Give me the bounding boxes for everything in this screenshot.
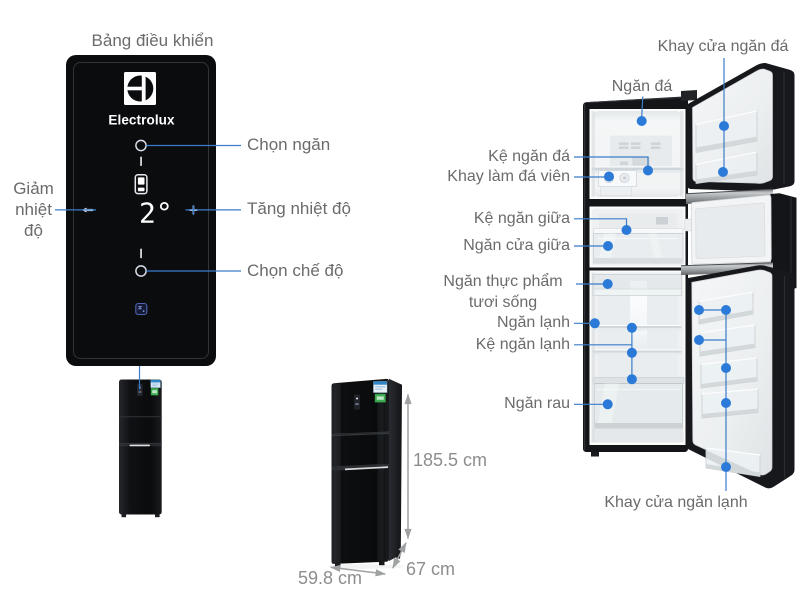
freezer-door-tray-1 [695,110,758,153]
label-increase-temperature: Tăng nhiệt độ [247,199,351,218]
fridge-indicator-icon [134,174,148,195]
dot-freezer-door-tray-2 [718,167,728,177]
led-light [630,281,647,357]
cooler-door-tray-5 [705,447,761,477]
dot-cooler-door-tray-4 [721,363,731,373]
energy-sticker [150,379,161,388]
label-freezer-door-tray: Khay cửa ngăn đá [657,38,789,55]
dot-vegetable [602,399,613,410]
freezer-compartment-interior [589,109,686,199]
open-fridge [583,62,797,489]
freezer-shelf [591,167,684,170]
dot-cooler-door-tray-2 [721,305,731,315]
dot-cooler-door-tray-5 [721,398,731,408]
label-middle-shelf: Kệ ngăn giữa [473,210,570,227]
cooler-door-tray-3 [700,357,758,389]
electrolux-logo-icon [124,72,156,105]
control-panel-inner-border [73,62,209,359]
label-freezer-shelf: Kệ ngăn đá [488,148,570,165]
dot-cooler-shelf-3 [626,374,637,385]
dimension-depth: 67 cm [406,559,456,579]
middle-drawer [593,228,684,264]
dimension-width: 59.8 cm [297,568,363,588]
cooler-door-tray-2 [699,324,756,357]
small-fridge [119,379,162,518]
small-fridge-handle [129,444,150,447]
fridge-handle-highlight [344,466,389,471]
depth-arrow [392,542,407,569]
dot-middle-shelf [621,225,632,235]
dot-freezer-shelf [643,165,653,176]
dot-cooler-shelf-2 [626,347,637,358]
freeze-mode-icon [135,302,148,316]
label-cooler-shelf: Kệ ngăn lạnh [475,336,570,353]
mode-select-button [135,265,147,277]
label-select-compartment: Chọn ngăn [247,135,331,154]
label-vegetable-compartment: Ngăn rau [504,395,570,412]
control-panel-body [66,55,216,366]
dot-cooler-door-tray-1 [694,305,704,315]
label-fresh-food-compartment: Ngăn thực phẩm tươi sống [443,273,563,311]
fridge-display [354,394,360,410]
width-arrow [329,564,387,577]
label-select-mode: Chọn chế độ [247,261,344,280]
tick-mark-top [140,156,142,166]
label-freezer-compartment: Ngăn đá [611,78,673,95]
brand-text: Electrolux [108,113,175,128]
label-cooler-door-tray: Khay cửa ngăn lạnh [604,494,748,511]
label-cooler-compartment: Ngăn lạnh [497,314,570,331]
line-freezer-compartment [641,96,644,118]
dot-middle-door-compartment [603,241,613,251]
energy-sticker-2 [373,381,388,393]
dimension-arrows [329,393,412,577]
dimension-height: 185.5 cm [413,450,488,470]
tick-mark-bottom [140,248,142,259]
dot-freezer-compartment [636,116,647,126]
top-hinge [681,90,697,101]
ice-cube-tray [598,170,637,196]
dot-cooler-compartment [589,318,600,329]
dot-cooler-shelf-1 [626,322,637,333]
control-panel-title: Bảng điều khiển [91,31,214,50]
cooler-shelves [592,325,682,355]
middle-door [684,193,797,293]
freezer-door [686,62,795,192]
dot-fresh-food [602,279,613,289]
temperature-display: 2° [139,197,173,230]
cooler-compartment-interior [589,270,686,445]
label-decrease-temperature: Giảm nhiệt độ [13,179,54,240]
middle-compartment-interior [589,206,686,268]
certification-sticker-2 [374,393,386,403]
compartment-select-button [135,139,147,152]
label-middle-door-compartment: Ngăn cửa giữa [463,237,570,254]
freezer-door-tray-2 [695,151,758,184]
callout-lines [55,58,727,491]
dot-freezer-door-tray-1 [719,121,729,131]
label-ice-cube-tray: Khay làm đá viên [447,168,570,185]
dot-ice-cube-tray [604,171,614,182]
line-middle-shelf [574,218,628,227]
dot-cooler-door-tray-6 [721,462,731,472]
line-freezer-shelf [574,156,649,167]
callout-dots [589,116,731,472]
cooler-door [685,265,795,489]
certification-sticker [150,388,159,396]
dimension-fridge [328,378,404,569]
dot-cooler-door-tray-3 [694,335,704,345]
ice-bucket [600,186,632,196]
